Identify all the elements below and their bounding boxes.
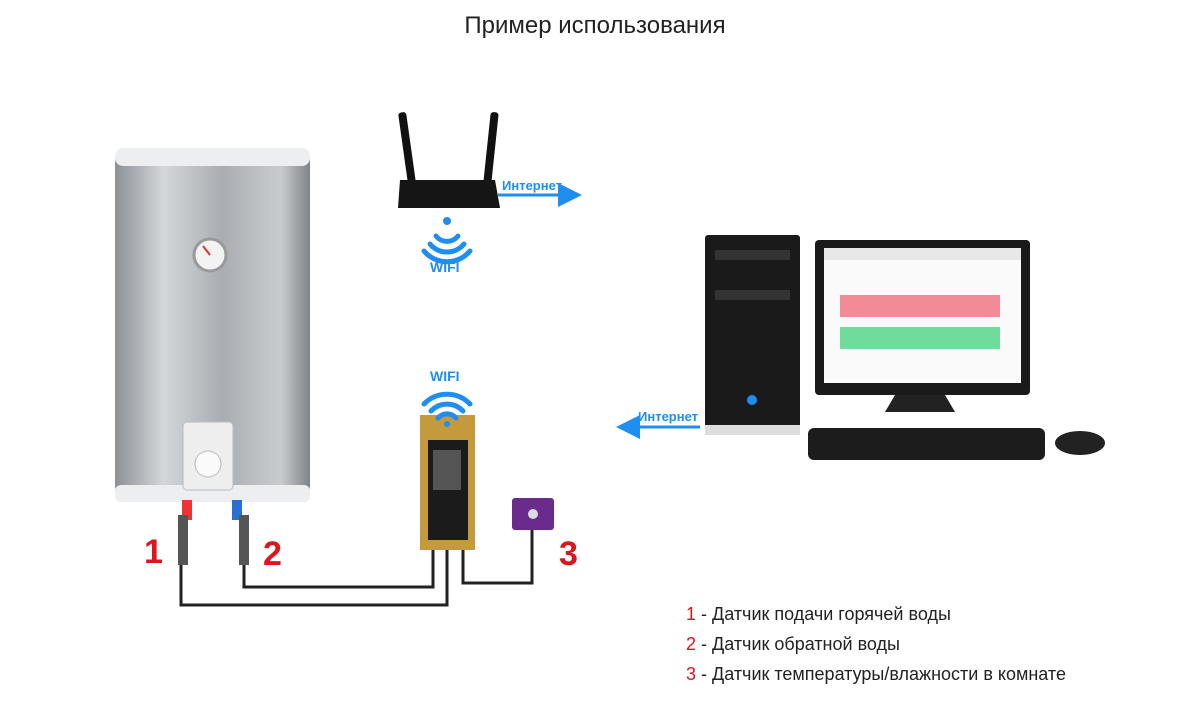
legend-text: - Датчик обратной воды — [696, 634, 900, 654]
wifi-label-router: WIFI — [430, 259, 460, 275]
wifi-label-board: WIFI — [430, 368, 460, 384]
wifi-icon-board — [421, 391, 473, 427]
sensor-1-probe — [178, 515, 188, 565]
legend-item-3: 3 - Датчик температуры/влажности в комна… — [686, 664, 1066, 685]
sensor-1-number: 1 — [144, 533, 163, 571]
page-title: Пример использования — [464, 12, 726, 39]
desktop-computer — [705, 235, 1105, 460]
sensor-3-number: 3 — [559, 535, 578, 573]
legend-num: 1 — [686, 604, 697, 624]
esp32-board — [420, 415, 475, 550]
legend-num: 2 — [686, 634, 697, 654]
legend-text: - Датчик температуры/влажности в комнате — [696, 664, 1066, 684]
sensor-2-number: 2 — [263, 535, 282, 573]
wires — [179, 528, 534, 607]
legend-item-2: 2 - Датчик обратной воды — [686, 634, 900, 655]
thermostat-knob — [194, 450, 222, 478]
sensor-2-probe — [239, 515, 249, 565]
router — [398, 112, 500, 208]
internet-label-router: Интернет — [502, 178, 563, 193]
wifi-icon-router — [421, 217, 473, 265]
water-heater — [115, 148, 310, 520]
legend-item-1: 1 - Датчик подачи горячей воды — [686, 604, 951, 625]
internet-label-pc: Интернет — [638, 409, 699, 424]
legend-num: 3 — [686, 664, 697, 684]
legend-text: - Датчик подачи горячей воды — [696, 604, 951, 624]
